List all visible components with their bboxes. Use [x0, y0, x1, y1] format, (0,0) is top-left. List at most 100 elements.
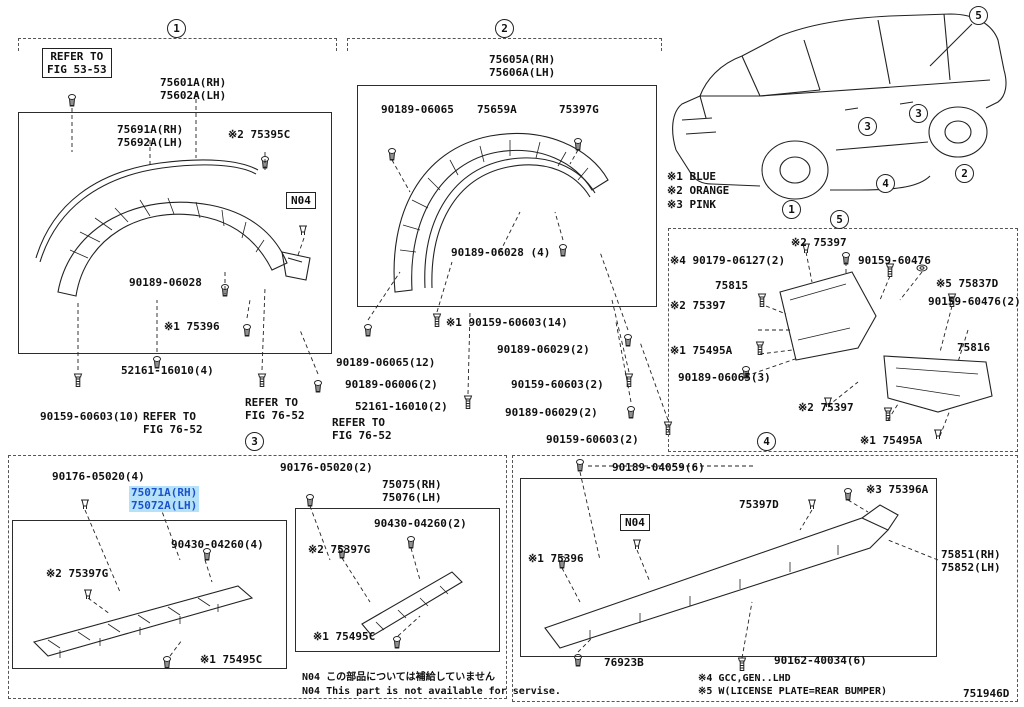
- label-90430-04260-2: 90430-04260(2): [374, 517, 467, 530]
- callout-3-car-a: 3: [858, 117, 877, 136]
- label-75396a: ※3 75396A: [866, 483, 929, 496]
- refer-fig-76-52-a: REFER TO FIG 76-52: [143, 410, 203, 436]
- label-90162-40034-6: 90162-40034(6): [774, 654, 867, 667]
- label-75075-75076: 75075(RH) 75076(LH): [382, 478, 442, 504]
- label-75495a-left: ※1 75495A: [670, 344, 733, 357]
- section3-part-box-b: [295, 508, 500, 652]
- label-90189-06029-2b: 90189-06029(2): [505, 406, 598, 419]
- label-90189-06065-12: 90189-06065(12): [336, 356, 436, 369]
- section4-box: [512, 455, 1018, 702]
- label-90189-06065-3: 90189-06065(3): [678, 371, 771, 384]
- callout-3-section: 3: [245, 432, 264, 451]
- note-japanese: N04 この部品については補給していません: [302, 672, 495, 683]
- label-75397-bottom: ※2 75397: [798, 401, 854, 414]
- label-75397-left: ※2 75397: [670, 299, 726, 312]
- label-90430-04260-4: 90430-04260(4): [171, 538, 264, 551]
- label-52161-16010-2: 52161-16010(2): [355, 400, 448, 413]
- label-75495c-b: ※1 75495C: [313, 630, 376, 643]
- callout-1: 1: [167, 19, 186, 38]
- section1-fender-drawing: [35, 92, 323, 393]
- label-75396-s1: ※1 75396: [164, 320, 220, 333]
- section1-part-box: [18, 112, 332, 354]
- label-n04-s4: N04: [620, 514, 650, 531]
- callout-4-section: 4: [757, 432, 776, 451]
- label-75397g-a: ※2 75397G: [46, 567, 109, 580]
- label-75851-75852: 75851(RH) 75852(LH): [941, 548, 1001, 574]
- label-90176-05020-2: 90176-05020(2): [280, 461, 373, 474]
- section2-part-box: [357, 85, 657, 307]
- refer-fig-53-53-box: REFER TO FIG 53-53: [42, 48, 112, 78]
- car-illustration: [672, 13, 1007, 200]
- legend-pink: ※3 PINK: [667, 198, 716, 211]
- screw-icon: [623, 333, 633, 347]
- label-75397g-b: ※2 75397G: [308, 543, 371, 556]
- section4-part-box: [520, 478, 937, 657]
- section2-fender-drawing: [363, 133, 673, 436]
- section3-part-box-a: [12, 520, 287, 669]
- label-75816: 75816: [957, 341, 991, 354]
- label-75071a-75072a-highlighted[interactable]: 75071A(RH) 75072A(LH): [129, 486, 200, 512]
- screw-icon: [626, 405, 636, 419]
- label-90159-60603-2a: 90159-60603(2): [511, 378, 604, 391]
- label-90159-60603-14: ※1 90159-60603(14): [446, 316, 568, 329]
- label-90159-60603-10: 90159-60603(10): [40, 410, 140, 423]
- footnote-license-plate: ※5 W(LICENSE PLATE=REAR BUMPER): [698, 686, 887, 697]
- bolt-icon: [463, 395, 473, 410]
- label-75605a-75606a: 75605A(RH) 75606A(LH): [489, 53, 556, 79]
- label-90189-06028-4: 90189-06028 (4): [451, 246, 551, 259]
- label-75397g-s2: 75397G: [559, 103, 599, 116]
- label-90189-06028: 90189-06028: [129, 276, 202, 289]
- callout-5-top: 5: [969, 6, 988, 25]
- label-90179-06127-2: ※4 90179-06127(2): [670, 254, 786, 267]
- legend-blue: ※1 BLUE: [667, 170, 716, 183]
- label-75395c: ※2 75395C: [228, 128, 291, 141]
- callout-1-car: 1: [782, 200, 801, 219]
- note-english: N04 This part is not available for servi…: [302, 686, 561, 697]
- section5-mudguard-drawing: [741, 243, 993, 440]
- label-90159-60476-2: 90159-60476(2): [928, 295, 1021, 308]
- label-75397-top: ※2 75397: [791, 236, 847, 249]
- label-75601a-75602a: 75601A(RH) 75602A(LH): [160, 76, 227, 102]
- screw-icon: [67, 93, 77, 107]
- bolt-icon: [73, 373, 83, 388]
- bolt-icon: [257, 373, 267, 388]
- refer-fig-76-52-c: REFER TO FIG 76-52: [332, 416, 392, 442]
- section3-box: [8, 455, 507, 699]
- label-75659a: 75659A: [477, 103, 517, 116]
- legend-orange: ※2 ORANGE: [667, 184, 730, 197]
- footnote-gcc: ※4 GCC,GEN..LHD: [698, 673, 791, 684]
- screw-icon: [313, 379, 323, 393]
- label-75495c-a: ※1 75495C: [200, 653, 263, 666]
- label-90189-06065: 90189-06065: [381, 103, 454, 116]
- label-90189-04059-6: 90189-04059(6): [612, 461, 705, 474]
- label-90159-60476: 90159-60476: [858, 254, 931, 267]
- label-90189-06006-2: 90189-06006(2): [345, 378, 438, 391]
- label-76923b: 76923B: [604, 656, 644, 669]
- doc-number: 751946D: [963, 687, 1010, 700]
- label-52161-16010-4: 52161-16010(4): [121, 364, 214, 377]
- bolt-icon: [432, 313, 442, 328]
- label-90189-06029-2a: 90189-06029(2): [497, 343, 590, 356]
- callout-3-car-b: 3: [909, 104, 928, 123]
- label-n04-s1: N04: [286, 192, 316, 209]
- label-75691a-75692a: 75691A(RH) 75692A(LH): [117, 123, 184, 149]
- screw-icon: [363, 323, 373, 337]
- label-90176-05020-4: 90176-05020(4): [52, 470, 145, 483]
- label-90159-60603-2b: 90159-60603(2): [546, 433, 639, 446]
- section4-rocker-drawing: [544, 458, 939, 672]
- callout-5-section: 5: [830, 210, 849, 229]
- label-75815: 75815: [715, 279, 749, 292]
- label-75837d: ※5 75837D: [936, 277, 999, 290]
- callout-2: 2: [495, 19, 514, 38]
- callout-2-car: 2: [955, 164, 974, 183]
- label-75396-s4: ※1 75396: [528, 552, 584, 565]
- refer-fig-76-52-b: REFER TO FIG 76-52: [245, 396, 305, 422]
- callout-4-car: 4: [876, 174, 895, 193]
- label-75495a-bottom: ※1 75495A: [860, 434, 923, 447]
- section2-bracket: [347, 38, 662, 51]
- label-75397d: 75397D: [739, 498, 779, 511]
- section5-box: [668, 228, 1018, 452]
- section3-moulding-drawing: [32, 493, 463, 669]
